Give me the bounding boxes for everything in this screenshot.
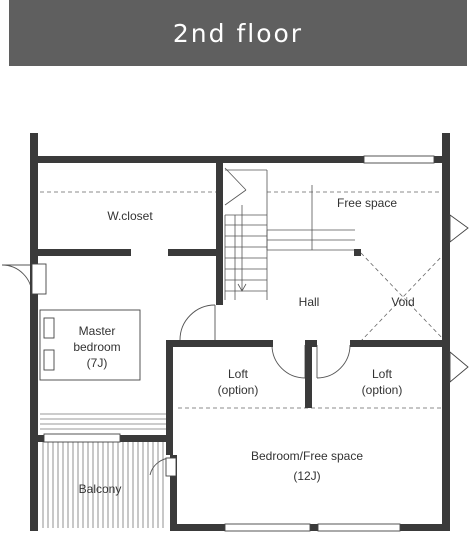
windows bbox=[31, 155, 469, 532]
door-swings bbox=[1, 264, 351, 476]
void-label: Void bbox=[391, 295, 414, 309]
loft-right-label-1: Loft bbox=[372, 367, 393, 381]
loft-right-label-2: (option) bbox=[362, 383, 403, 397]
bed bbox=[39, 309, 141, 381]
loft-left-label-2: (option) bbox=[218, 383, 259, 397]
master-bedroom-label-1: Master bbox=[79, 324, 116, 338]
staircase bbox=[224, 167, 355, 300]
balcony-decking bbox=[42, 442, 164, 528]
bedroom-free-space-label-1: Bedroom/Free space bbox=[251, 449, 363, 463]
hall-label: Hall bbox=[299, 295, 320, 309]
louver-slats bbox=[40, 413, 170, 430]
wcloset-label: W.closet bbox=[107, 209, 153, 223]
floor-title: 2nd floor bbox=[172, 18, 304, 48]
free-space-label: Free space bbox=[337, 196, 397, 210]
balcony-label: Balcony bbox=[79, 482, 122, 496]
floor-title-banner: 2nd floor bbox=[9, 0, 467, 66]
loft-left-label-1: Loft bbox=[228, 367, 249, 381]
master-bedroom-label-3: (7J) bbox=[87, 356, 108, 370]
bedroom-free-space-label-2: (12J) bbox=[293, 469, 320, 483]
master-bedroom-label-2: bedroom bbox=[73, 340, 120, 354]
